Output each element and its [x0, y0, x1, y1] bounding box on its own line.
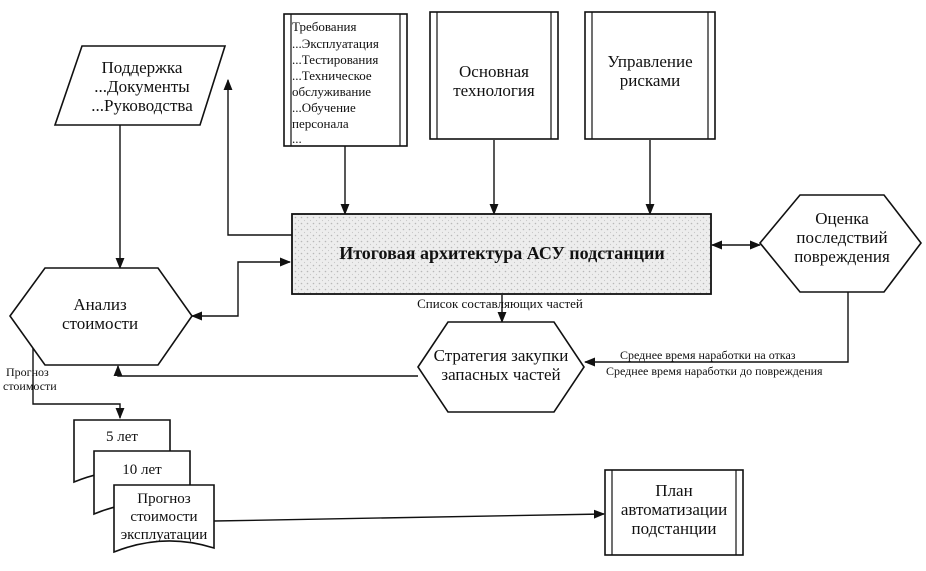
- requirements-line-4: ...Техническое: [292, 68, 372, 83]
- node-automation-plan: План автоматизации подстанции: [604, 469, 744, 556]
- node-core-tech: Основная технология: [429, 11, 559, 140]
- connectors: [32, 78, 849, 522]
- core-tech-line-1: Основная: [459, 62, 529, 81]
- node-support: Поддержка ...Документы ...Руководства: [53, 45, 227, 126]
- doc-5y-label: 5 лет: [106, 429, 138, 445]
- damage-line-3: повреждения: [794, 247, 890, 266]
- doc-10y-label: 10 лет: [122, 462, 162, 478]
- support-line-3: ...Руководства: [91, 96, 193, 115]
- requirements-line-3: ...Тестирования: [292, 52, 378, 67]
- edge-arch-cost: [190, 257, 292, 321]
- node-doc-forecast: Прогноз стоимости эксплуатации: [113, 484, 215, 554]
- spares-line-1: Стратегия закупки: [434, 346, 569, 365]
- cost-analysis-line-1: Анализ: [73, 295, 127, 314]
- doc-forecast-line-2: стоимости: [130, 509, 197, 525]
- plan-line-2: автоматизации: [621, 500, 727, 519]
- node-requirements: Требования ...Эксплуатация ...Тестирован…: [283, 13, 408, 147]
- damage-line-1: Оценка: [815, 209, 869, 228]
- edge-forecast-to-plan: [213, 509, 606, 522]
- requirements-line-2: ...Эксплуатация: [292, 36, 379, 51]
- requirements-line-8: ...: [292, 131, 302, 146]
- doc-forecast-line-1: Прогноз: [137, 491, 191, 507]
- node-final-arch: Итоговая архитектура АСУ подстанции: [291, 213, 712, 295]
- node-cost-analysis: Анализ стоимости: [9, 267, 193, 366]
- label-mttf: Среднее время наработки до повреждения: [606, 364, 823, 378]
- core-tech-line-2: технология: [453, 81, 535, 100]
- label-mtbf: Среднее время наработки на отказ: [620, 348, 796, 362]
- edge-labels: Список составляющих частей Среднее время…: [3, 296, 823, 393]
- label-forecast-2: стоимости: [3, 379, 57, 393]
- edge-cost-to-forecast: [32, 340, 125, 420]
- damage-line-2: последствий: [796, 228, 887, 247]
- label-parts-list: Список составляющих частей: [417, 296, 583, 311]
- node-spares-strategy: Стратегия закупки запасных частей: [417, 321, 585, 413]
- final-arch-title: Итоговая архитектура АСУ подстанции: [339, 243, 665, 263]
- cost-analysis-line-2: стоимости: [62, 314, 138, 333]
- spares-line-2: запасных частей: [441, 365, 560, 384]
- doc-forecast-line-3: эксплуатации: [121, 527, 208, 543]
- risk-mgmt-line-1: Управление: [607, 52, 692, 71]
- support-line-2: ...Документы: [94, 77, 190, 96]
- risk-mgmt-line-2: рисками: [620, 71, 681, 90]
- edge-damage-to-spares: [583, 292, 849, 367]
- node-damage-assess: Оценка последствий повреждения: [758, 194, 923, 293]
- edge-arch-to-support: [223, 78, 292, 236]
- requirements-line-6: ...Обучение: [292, 100, 356, 115]
- requirements-line-7: персонала: [292, 116, 349, 131]
- requirements-line-1: Требования: [292, 19, 356, 34]
- node-risk-mgmt: Управление рисками: [584, 11, 716, 140]
- edge-spares-to-cost: [113, 364, 418, 377]
- support-line-1: Поддержка: [102, 58, 183, 77]
- plan-line-1: План: [655, 481, 692, 500]
- label-forecast-1: Прогноз: [6, 365, 49, 379]
- plan-line-3: подстанции: [632, 519, 717, 538]
- requirements-line-5: обслуживание: [292, 84, 371, 99]
